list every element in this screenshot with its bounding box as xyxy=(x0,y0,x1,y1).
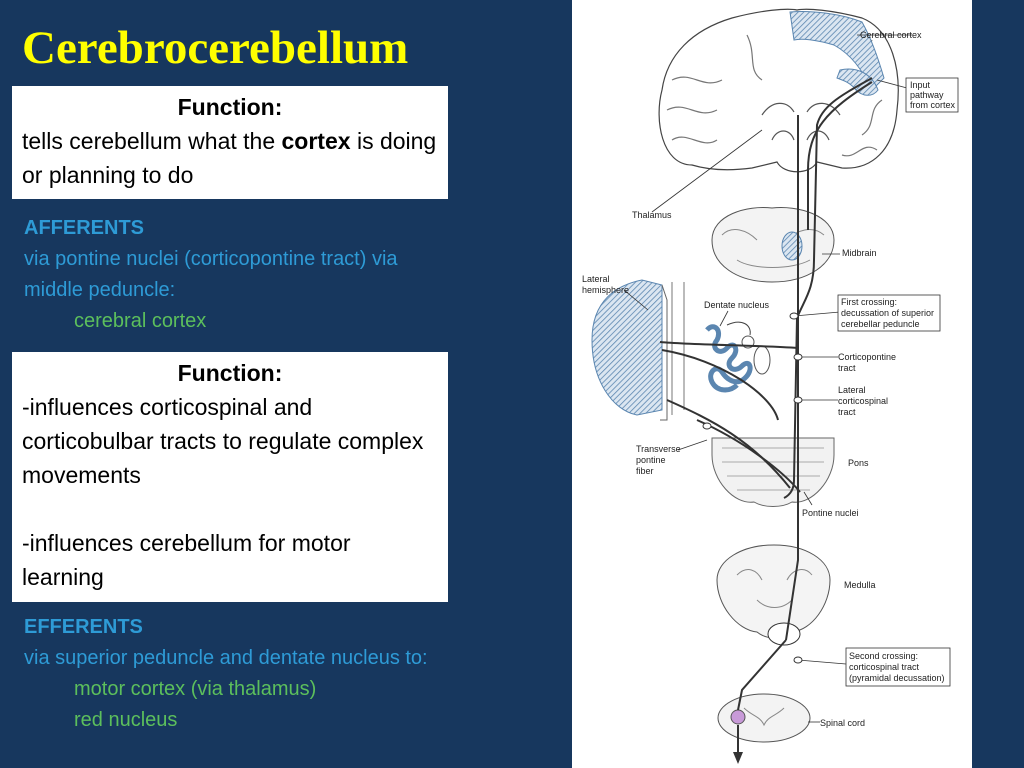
label-line: pathway xyxy=(910,90,944,100)
label-line: (pyramidal decussation) xyxy=(849,673,945,683)
function-text-end: is doing or planning to do xyxy=(22,128,437,188)
label-line: tract xyxy=(838,407,856,417)
paragraph-spacer xyxy=(22,492,438,526)
function-box-motor: Function: -influences corticospinal and … xyxy=(12,352,448,602)
pons-section xyxy=(711,437,835,507)
function-text-start: tells cerebellum what the xyxy=(22,128,282,154)
efferents-heading: EFFERENTS xyxy=(24,616,143,638)
function-heading: Function: xyxy=(177,360,283,386)
cortex-hatched-region xyxy=(789,11,885,91)
label-pointers xyxy=(623,34,912,723)
pathway-diagram-svg: Cerebral cortex Input pathway from corte… xyxy=(582,8,959,764)
label-line: corticospinal tract xyxy=(849,662,920,672)
tract-markers xyxy=(702,312,803,664)
label-line: corticospinal xyxy=(838,396,888,406)
cerebrum-section xyxy=(658,8,899,173)
label-spinal-cord: Spinal cord xyxy=(820,718,865,728)
first-crossing-box xyxy=(837,294,941,332)
function-box-cortex: Function: tells cerebellum what the cort… xyxy=(12,86,448,199)
label-transverse-pontine: Transverse pontine fiber xyxy=(636,444,683,476)
function-text: tells cerebellum what the cortex is doin… xyxy=(22,124,438,192)
label-line: Transverse xyxy=(636,444,681,454)
label-line: First crossing: xyxy=(841,297,897,307)
label-line: Input xyxy=(910,80,931,90)
spinal-cord-tract-dot xyxy=(730,709,746,725)
efferents-target: red nucleus xyxy=(74,709,178,731)
afferents-section: AFFERENTS via pontine nuclei (corticopon… xyxy=(24,213,424,337)
label-pontine-nuclei: Pontine nuclei xyxy=(802,508,859,518)
label-pons: Pons xyxy=(848,458,869,468)
efferents-description: via superior peduncle and dentate nucleu… xyxy=(24,647,428,669)
function-heading: Function: xyxy=(177,94,283,120)
dentate-nucleus xyxy=(705,324,753,393)
efferents-target: motor cortex (via thalamus) xyxy=(74,678,317,700)
cortex-hatched-gyri xyxy=(836,68,879,96)
label-line: hemisphere xyxy=(582,285,629,295)
label-input-pathway: Input pathway from cortex xyxy=(910,80,956,110)
afferents-heading: AFFERENTS xyxy=(24,217,144,239)
efferents-section: EFFERENTS via superior peduncle and dent… xyxy=(24,612,434,736)
label-cerebral-cortex: Cerebral cortex xyxy=(860,30,922,40)
label-line: pontine xyxy=(636,455,666,465)
label-lateral-hemisphere: Lateral hemisphere xyxy=(582,274,629,295)
label-line: Lateral xyxy=(838,385,866,395)
brainstem-small-oval xyxy=(753,345,771,375)
pyramid-oval xyxy=(767,622,801,646)
medulla-section xyxy=(716,544,831,639)
function-paragraph: -influences corticospinal and corticobul… xyxy=(22,394,424,488)
label-thalamus: Thalamus xyxy=(632,210,672,220)
second-crossing-box xyxy=(845,647,951,687)
pathway-diagram: Cerebral cortex Input pathway from corte… xyxy=(572,0,972,768)
afferents-target: cerebral cortex xyxy=(74,310,207,332)
descending-arrow xyxy=(733,752,743,764)
spinal-cord-section xyxy=(717,693,811,743)
input-pathway-box xyxy=(905,77,959,113)
label-lateral-corticospinal: Lateral corticospinal tract xyxy=(838,385,891,417)
label-line: from cortex xyxy=(910,100,956,110)
label-line: tract xyxy=(838,363,856,373)
label-line: Second crossing: xyxy=(849,651,918,661)
label-dentate-nucleus: Dentate nucleus xyxy=(704,300,770,310)
vestibular-circle xyxy=(741,335,755,349)
label-corticopontine: Corticopontine tract xyxy=(838,352,899,373)
label-line: decussation of superior xyxy=(841,308,934,318)
function-paragraph: -influences cerebellum for motor learnin… xyxy=(22,530,351,590)
label-line: fiber xyxy=(636,466,654,476)
slide-title: Cerebrocerebellum xyxy=(22,22,409,74)
label-first-crossing: First crossing: decussation of superior … xyxy=(841,297,937,329)
afferents-description: via pontine nuclei (corticopontine tract… xyxy=(24,248,398,301)
pathway-lines xyxy=(659,77,873,758)
label-line: Lateral xyxy=(582,274,610,284)
label-midbrain: Midbrain xyxy=(842,248,877,258)
label-line: cerebellar peduncle xyxy=(841,319,920,329)
function-text-bold: cortex xyxy=(281,128,351,154)
label-second-crossing: Second crossing: corticospinal tract (py… xyxy=(849,651,945,683)
label-line: Corticopontine xyxy=(838,352,896,362)
dentate-outline xyxy=(726,321,751,336)
cerebellum-section xyxy=(591,279,685,421)
label-medulla: Medulla xyxy=(844,580,876,590)
